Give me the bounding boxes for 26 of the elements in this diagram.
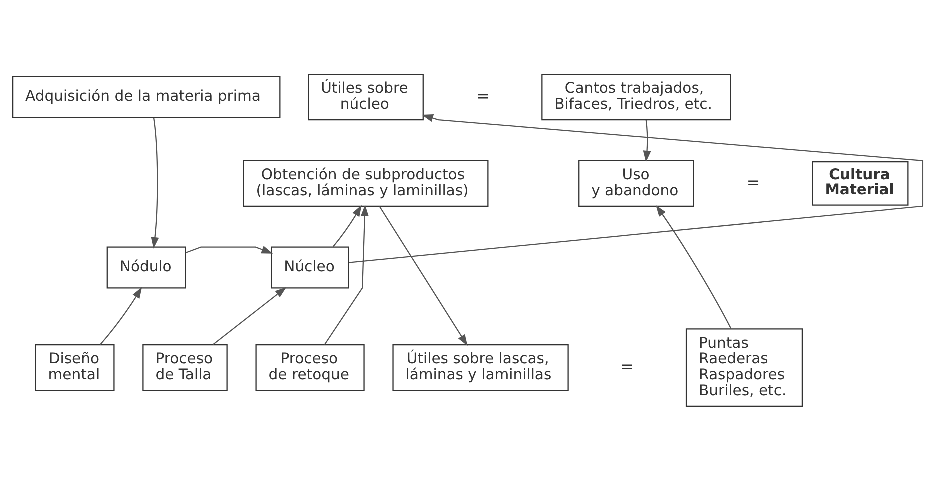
node-box: Diseño mental — [35, 344, 115, 391]
node-box: Proceso de Talla — [142, 344, 228, 391]
arrow — [100, 286, 142, 345]
node-box: Núcleo — [271, 246, 350, 288]
node-box: Cultura Material — [812, 161, 909, 206]
arrow — [212, 286, 287, 345]
arrow — [186, 246, 274, 254]
node-box: Útiles sobre núcleo — [308, 73, 424, 120]
node-box: Útiles sobre lascas, láminas y laminillas — [392, 344, 569, 391]
node-box: Puntas Raederas Raspadores Buriles, etc. — [686, 328, 804, 407]
arrow — [332, 204, 362, 247]
node-box: Adquisición de la materia prima — [12, 76, 281, 118]
node-box: Nódulo — [106, 246, 186, 288]
label: = — [746, 172, 760, 192]
node-box: Proceso de retoque — [256, 344, 365, 391]
label: = — [476, 86, 490, 105]
label: = — [620, 356, 634, 376]
arrow — [379, 206, 468, 346]
arrow — [324, 204, 369, 345]
arrow — [349, 114, 924, 263]
arrow — [656, 204, 732, 329]
arrow — [643, 120, 652, 162]
node-box: Cantos trabajados, Bifaces, Triedros, etc. — [542, 73, 732, 120]
node-box: Obtención de subproductos (lascas, láminas y laminillas) — [243, 160, 489, 206]
arrow — [151, 117, 160, 248]
node-box: Uso y abandono — [578, 160, 694, 206]
